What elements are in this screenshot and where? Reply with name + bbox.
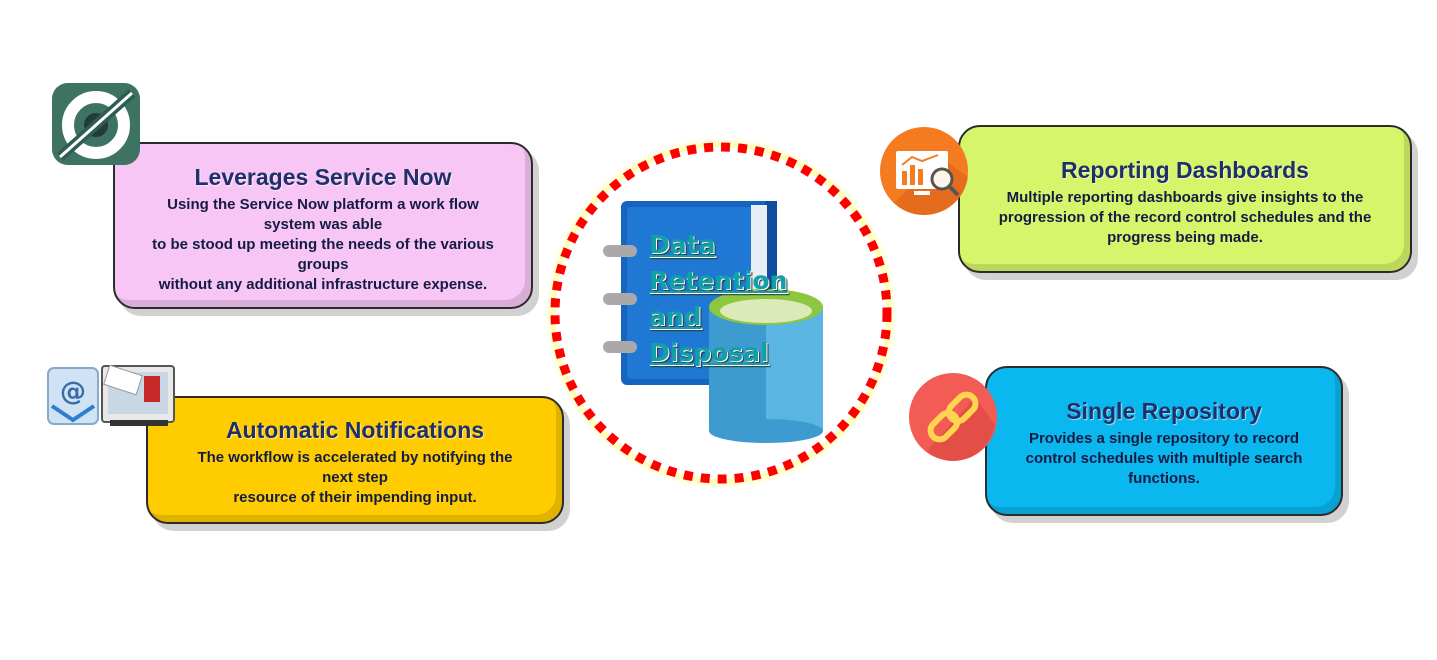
service-now-title: Leverages Service Now (194, 164, 452, 190)
center-ring-graphic (543, 135, 899, 491)
center-label-line-2: Retention (649, 266, 788, 295)
repository-line-3: functions. (1128, 470, 1200, 487)
reporting-line-2: progression of the record control schedu… (998, 209, 1372, 226)
center-label-line-4: Disposal (649, 338, 769, 367)
service-now-line-5: without any additional infrastructure ex… (158, 276, 488, 293)
notifications-line-2: next step (322, 469, 388, 486)
servicenow-logo-icon (52, 83, 144, 172)
reporting-title: Reporting Dashboards (1061, 157, 1309, 183)
service-now-box: Leverages Service Now Using the Service … (113, 142, 533, 309)
service-now-line-2: system was able (263, 216, 383, 233)
center-label-line-3: and (649, 302, 702, 331)
service-now-line-3: to be stood up meeting the needs of the … (152, 236, 494, 253)
reporting-box: Reporting Dashboards Multiple reporting … (958, 125, 1412, 273)
reporting-line-3: progress being made. (1107, 229, 1263, 246)
database-icon (709, 289, 823, 443)
center-hub: Data Retention and Disposal (541, 135, 903, 495)
chain-link-icon (909, 373, 999, 468)
repository-box: Single Repository Provides a single repo… (985, 366, 1343, 516)
dashboard-chart-icon (880, 127, 972, 224)
email-notification-icon: @ (46, 362, 178, 435)
repository-line-2: control schedules with multiple search (1025, 450, 1303, 467)
svg-text:@: @ (60, 377, 86, 407)
service-now-line-1: Using the Service Now platform a work fl… (167, 196, 479, 213)
repository-title: Single Repository (1066, 398, 1262, 424)
notifications-line-3: resource of their impending input. (233, 489, 477, 506)
notifications-title: Automatic Notifications (225, 417, 485, 443)
reporting-line-1: Multiple reporting dashboards give insig… (1006, 189, 1364, 206)
repository-line-1: Provides a single repository to record (1028, 430, 1300, 447)
center-label-line-1: Data (649, 230, 716, 259)
service-now-line-4: groups (297, 256, 349, 273)
notifications-line-1: The workflow is accelerated by notifying… (197, 449, 513, 466)
notifications-box: Automatic Notifications The workflow is … (146, 396, 564, 524)
